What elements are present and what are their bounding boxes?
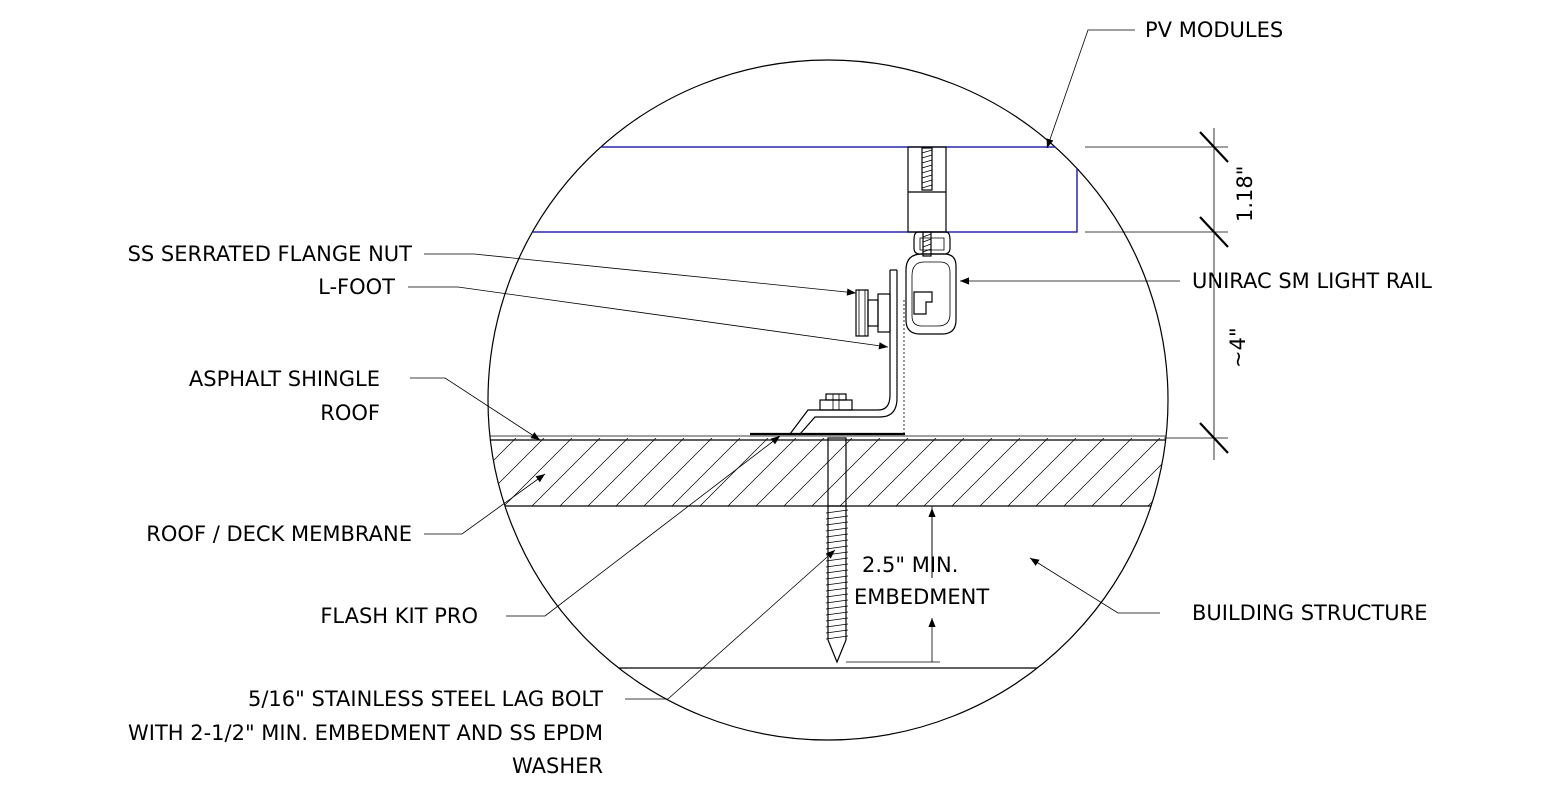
bolt-thread [825,575,849,580]
rail [905,231,957,335]
bolt-thread [825,587,849,592]
hatch-line [615,438,685,506]
hatch-line [867,438,937,506]
hatch-line [531,438,601,506]
label-building: BUILDING STRUCTURE [1192,601,1428,625]
bolt-thread [825,545,849,550]
bolt-thread [825,539,849,544]
label-shingle-1: ASPHALT SHINGLE [189,367,380,391]
dim-module-thickness: 1.18" ~4" [1085,128,1257,460]
detail-circle [487,59,1169,741]
label-lag-3: WASHER [512,754,603,778]
label-shingle-2: ROOF [320,401,380,425]
hatch-line [839,438,909,506]
hatch-line [488,438,517,506]
deck-hatch [488,438,1300,506]
hatch-line [755,438,825,506]
l-foot [750,269,905,436]
bolt-thread [825,533,849,538]
module-clamp [907,146,947,257]
hatch-line [895,438,965,506]
bolt-thread [825,569,849,574]
bolt-thread [825,521,849,526]
hatch-line [1007,438,1077,506]
hatch-line [488,438,545,506]
leader-lag-bolt [625,549,836,700]
flange-nut [855,289,891,337]
hatch-line [488,438,489,506]
clamp-thread [922,238,932,243]
label-flange-nut: SS SERRATED FLANGE NUT [128,242,413,266]
bolt-thread [825,509,849,514]
hatch-line [923,438,993,506]
leader-membrane [424,473,546,535]
hatch-line [1147,438,1168,506]
hatch-line [699,438,769,506]
hatch-line [979,438,1049,506]
hatch-line [503,438,573,506]
bolt-thread [825,611,849,616]
clamp-thread [921,179,933,184]
clamp-thread [922,248,932,253]
leader-flange-nut [424,253,857,296]
leader-l-foot [408,286,889,350]
clamp-thread [921,159,933,164]
hatch-line [1091,438,1161,506]
clamp-thread [921,149,933,154]
hatch-line [783,438,853,506]
dim-1-18-text: 1.18" [1233,166,1257,222]
label-l-foot: L-FOOT [318,275,395,299]
label-pv-modules: PV MODULES [1145,18,1283,42]
clamp-thread [921,154,933,159]
hatch-line [671,438,741,506]
hatch-line [1035,438,1105,506]
bolt-thread [825,599,849,604]
leaders [408,29,1180,700]
bolt-thread [825,515,849,520]
leader-pv-modules [1046,29,1135,149]
embedment-label-1: 2.5" MIN. [862,553,958,577]
bolt-thread [825,563,849,568]
pv-module [488,146,1078,233]
embedment-label-2: EMBEDMENT [854,585,989,609]
leader-building [1029,557,1160,614]
clamp-thread [922,243,932,248]
hatch-line [951,438,1021,506]
bolt-thread [825,635,849,640]
bolt-thread [825,581,849,586]
label-membrane: ROOF / DECK MEMBRANE [146,522,412,546]
bolt-thread [825,527,849,532]
clamp-thread [922,233,932,238]
dim-embedment: 2.5" MIN. EMBEDMENT [846,506,989,663]
clamp-thread [921,164,933,169]
leader-shingle [410,377,541,441]
hatch-line [727,438,797,506]
hatch-line [1232,438,1300,506]
bolt-thread [825,557,849,562]
leader-flash-kit [506,435,781,617]
clamp-thread [921,169,933,174]
label-lag-1: 5/16" STAINLESS STEEL LAG BOLT [248,687,603,711]
bolt-thread [825,623,849,628]
hatch-line [587,438,657,506]
hatch-line [1176,438,1244,506]
hatch-line [643,438,713,506]
bolt-thread [825,617,849,622]
lag-bolt [825,437,849,664]
clamp-thread [921,184,933,189]
clamp-thread [921,174,933,179]
bolt-thread [825,605,849,610]
bolt-thread [825,593,849,598]
bolt-thread [825,629,849,634]
hatch-line [1119,438,1168,506]
hatch-line [1063,438,1133,506]
dim-4-text: ~4" [1226,327,1250,368]
label-flash-kit: FLASH KIT PRO [320,604,478,628]
label-rail: UNIRAC SM LIGHT RAIL [1192,269,1432,293]
hatch-line [559,438,629,506]
label-lag-2: WITH 2-1/2" MIN. EMBEDMENT AND SS EPDM [128,721,603,745]
